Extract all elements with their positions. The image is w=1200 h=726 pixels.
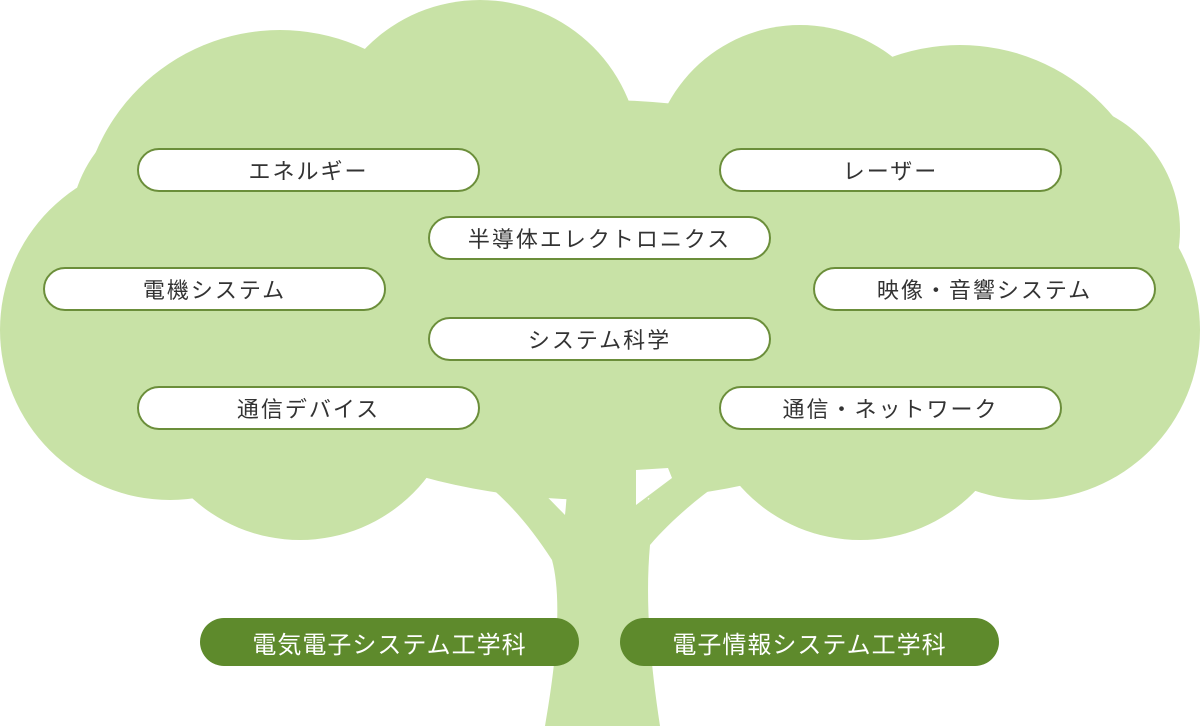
topic-video-audio-systems: 映像・音響システム xyxy=(813,267,1156,311)
topic-laser: レーザー xyxy=(719,148,1062,192)
topic-communication-devices: 通信デバイス xyxy=(137,386,480,430)
trunk-hole xyxy=(636,468,672,505)
topic-energy: エネルギー xyxy=(137,148,480,192)
topic-communication-network: 通信・ネットワーク xyxy=(719,386,1062,430)
topic-system-science: システム科学 xyxy=(428,317,771,361)
tree-trunk xyxy=(430,380,770,726)
department-electronic-information-systems: 電子情報システム工学科 xyxy=(620,618,999,666)
topic-electric-machinery-systems: 電機システム xyxy=(43,267,386,311)
topic-semiconductor-electronics: 半導体エレクトロニクス xyxy=(428,216,771,260)
department-electrical-electronic-systems: 電気電子システム工学科 xyxy=(200,618,579,666)
